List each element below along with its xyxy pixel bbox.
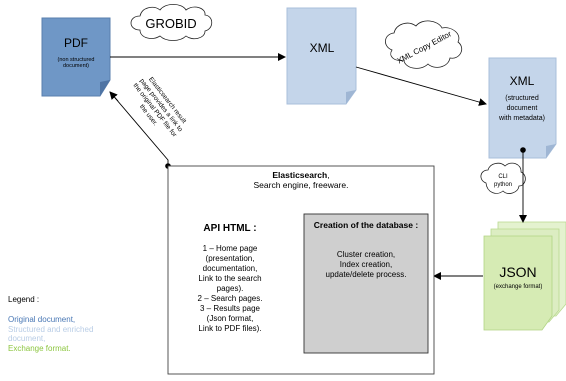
legend: Legend : Original document, Structured a… — [8, 295, 93, 353]
legend-structured-2: document, — [8, 334, 45, 343]
api-line-1: 1 – Home page — [203, 244, 258, 253]
elasticsearch-heading: Elasticsearch, — [272, 170, 329, 180]
database-line-3: update/delete process. — [326, 270, 407, 279]
python-label: python — [494, 182, 512, 188]
elasticsearch-title-suffix: , — [327, 170, 329, 180]
xml-structured-subtitle-1: (structured — [505, 95, 539, 102]
api-line-9: Link to PDF files). — [198, 324, 261, 333]
database-title: Creation of the database : — [314, 220, 419, 230]
xml-copy-editor-cloud: XML Copy Editor — [385, 20, 463, 69]
return-link-annotation: Elasticsearch result page provides a lin… — [131, 76, 187, 139]
legend-title: Legend : — [8, 295, 39, 304]
api-line-8: (Json format, — [207, 314, 254, 323]
api-line-7: 3 – Results page — [200, 304, 261, 313]
pdf-subtitle-2: document) — [63, 63, 89, 69]
connectors — [109, 53, 527, 280]
xml-structured-subtitle-3: with metadata) — [498, 115, 545, 122]
grobid-label: GROBID — [145, 16, 196, 31]
legend-structured-1: Structured and enriched — [8, 325, 93, 334]
cli-label: CLI — [498, 174, 508, 180]
arrow-xml-to-structured — [355, 66, 487, 106]
api-html-title: API HTML : — [203, 223, 256, 234]
connector-dot-structured — [520, 147, 526, 153]
elasticsearch-subtitle: Search engine, freeware. — [254, 180, 349, 190]
api-line-3: documentation, — [203, 264, 258, 273]
json-title: JSON — [499, 264, 536, 280]
json-node: JSON (exchange format) — [483, 221, 566, 331]
xml-structured-subtitle-2: document — [507, 105, 538, 112]
pdf-subtitle-1: (non structured — [58, 57, 95, 63]
api-line-5: pages). — [217, 284, 244, 293]
legend-exchange: Exchange format. — [8, 344, 71, 353]
api-line-4: Link to the search — [198, 274, 261, 283]
pdf-title: PDF — [64, 36, 88, 50]
elasticsearch-title: Elasticsearch — [272, 170, 327, 180]
legend-original: Original document, — [8, 315, 75, 324]
api-line-2: (presentation, — [206, 254, 255, 263]
xml-title: XML — [310, 41, 335, 55]
api-html-section: API HTML : 1 – Home page (presentation, … — [198, 223, 263, 333]
pdf-node: PDF (non structured document) — [41, 17, 111, 97]
json-subtitle: (exchange format) — [494, 284, 543, 290]
cli-python-cloud: CLI python — [480, 162, 526, 194]
database-box: Creation of the database : Cluster creat… — [303, 213, 429, 354]
xml-structured-title: XML — [510, 74, 535, 88]
database-line-2: Index creation, — [340, 260, 392, 269]
xml-structured-node: XML (structured document with metadata) — [488, 57, 557, 159]
xml-node: XML — [286, 7, 357, 105]
api-line-6: 2 – Search pages. — [198, 294, 263, 303]
database-line-1: Cluster creation, — [337, 250, 395, 259]
grobid-cloud: GROBID — [130, 3, 213, 41]
